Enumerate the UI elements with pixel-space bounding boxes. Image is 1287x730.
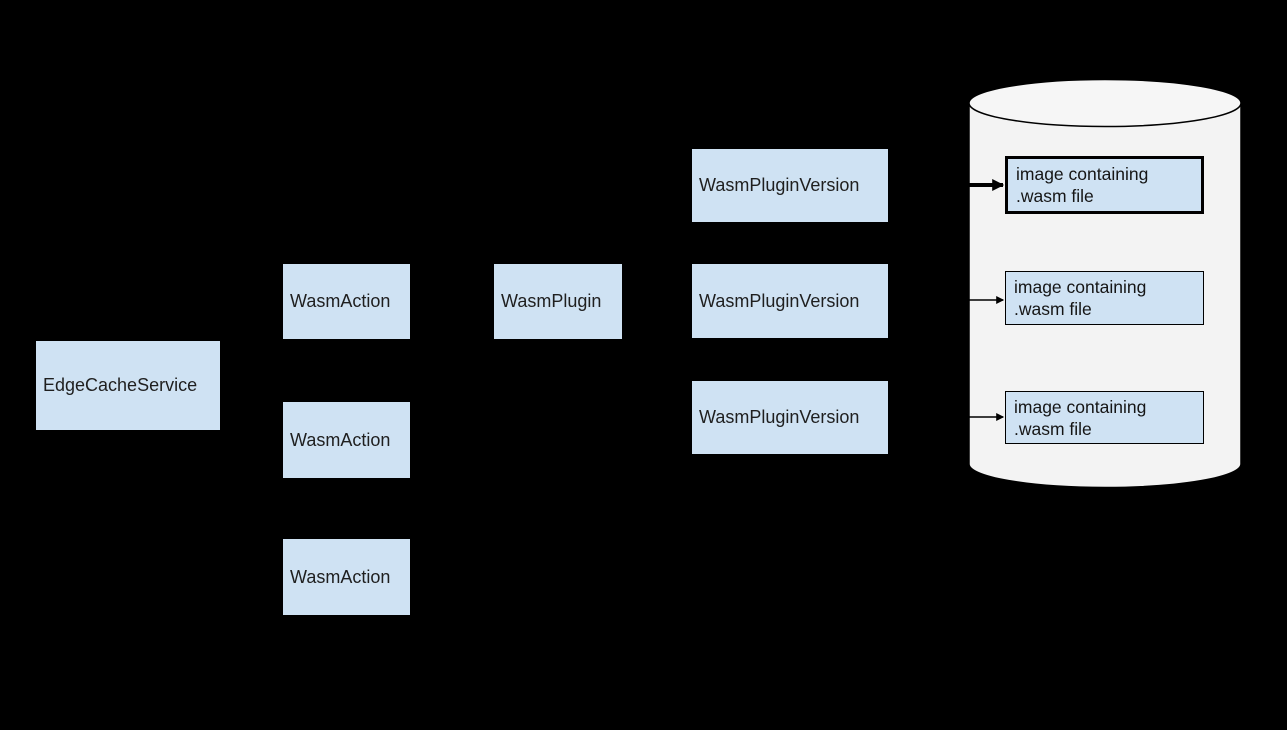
wasm-action-node-3: WasmAction xyxy=(283,539,410,615)
registry-image-box-1: image containing .wasm file xyxy=(1005,156,1204,214)
registry-image-box-2: image containing .wasm file xyxy=(1005,271,1204,325)
registry-image-label-line: .wasm file xyxy=(1014,418,1092,439)
registry-image-label-line: .wasm file xyxy=(1016,186,1094,206)
wasm-plugin-version-node-1: WasmPluginVersion xyxy=(692,149,888,222)
wasm-plugin-version-node-2: WasmPluginVersion xyxy=(692,264,888,338)
wasm-action-node-2: WasmAction xyxy=(283,402,410,478)
cylinder-outline xyxy=(968,103,1242,489)
registry-image-box-3: image containing .wasm file xyxy=(1005,391,1204,444)
registry-image-label-line: .wasm file xyxy=(1014,299,1092,319)
registry-image-label-line: image containing xyxy=(1014,277,1147,297)
edge-cache-service-node: EdgeCacheService xyxy=(36,341,220,430)
registry-image-label-line: image containing xyxy=(1016,164,1149,184)
wasm-plugin-version-node-3: WasmPluginVersion xyxy=(692,381,888,454)
registry-image-label-line: image containing xyxy=(1014,396,1147,417)
wasm-action-node-1: WasmAction xyxy=(283,264,410,339)
wasm-plugin-node: WasmPlugin xyxy=(494,264,622,339)
cylinder-top-ellipse xyxy=(968,78,1242,128)
